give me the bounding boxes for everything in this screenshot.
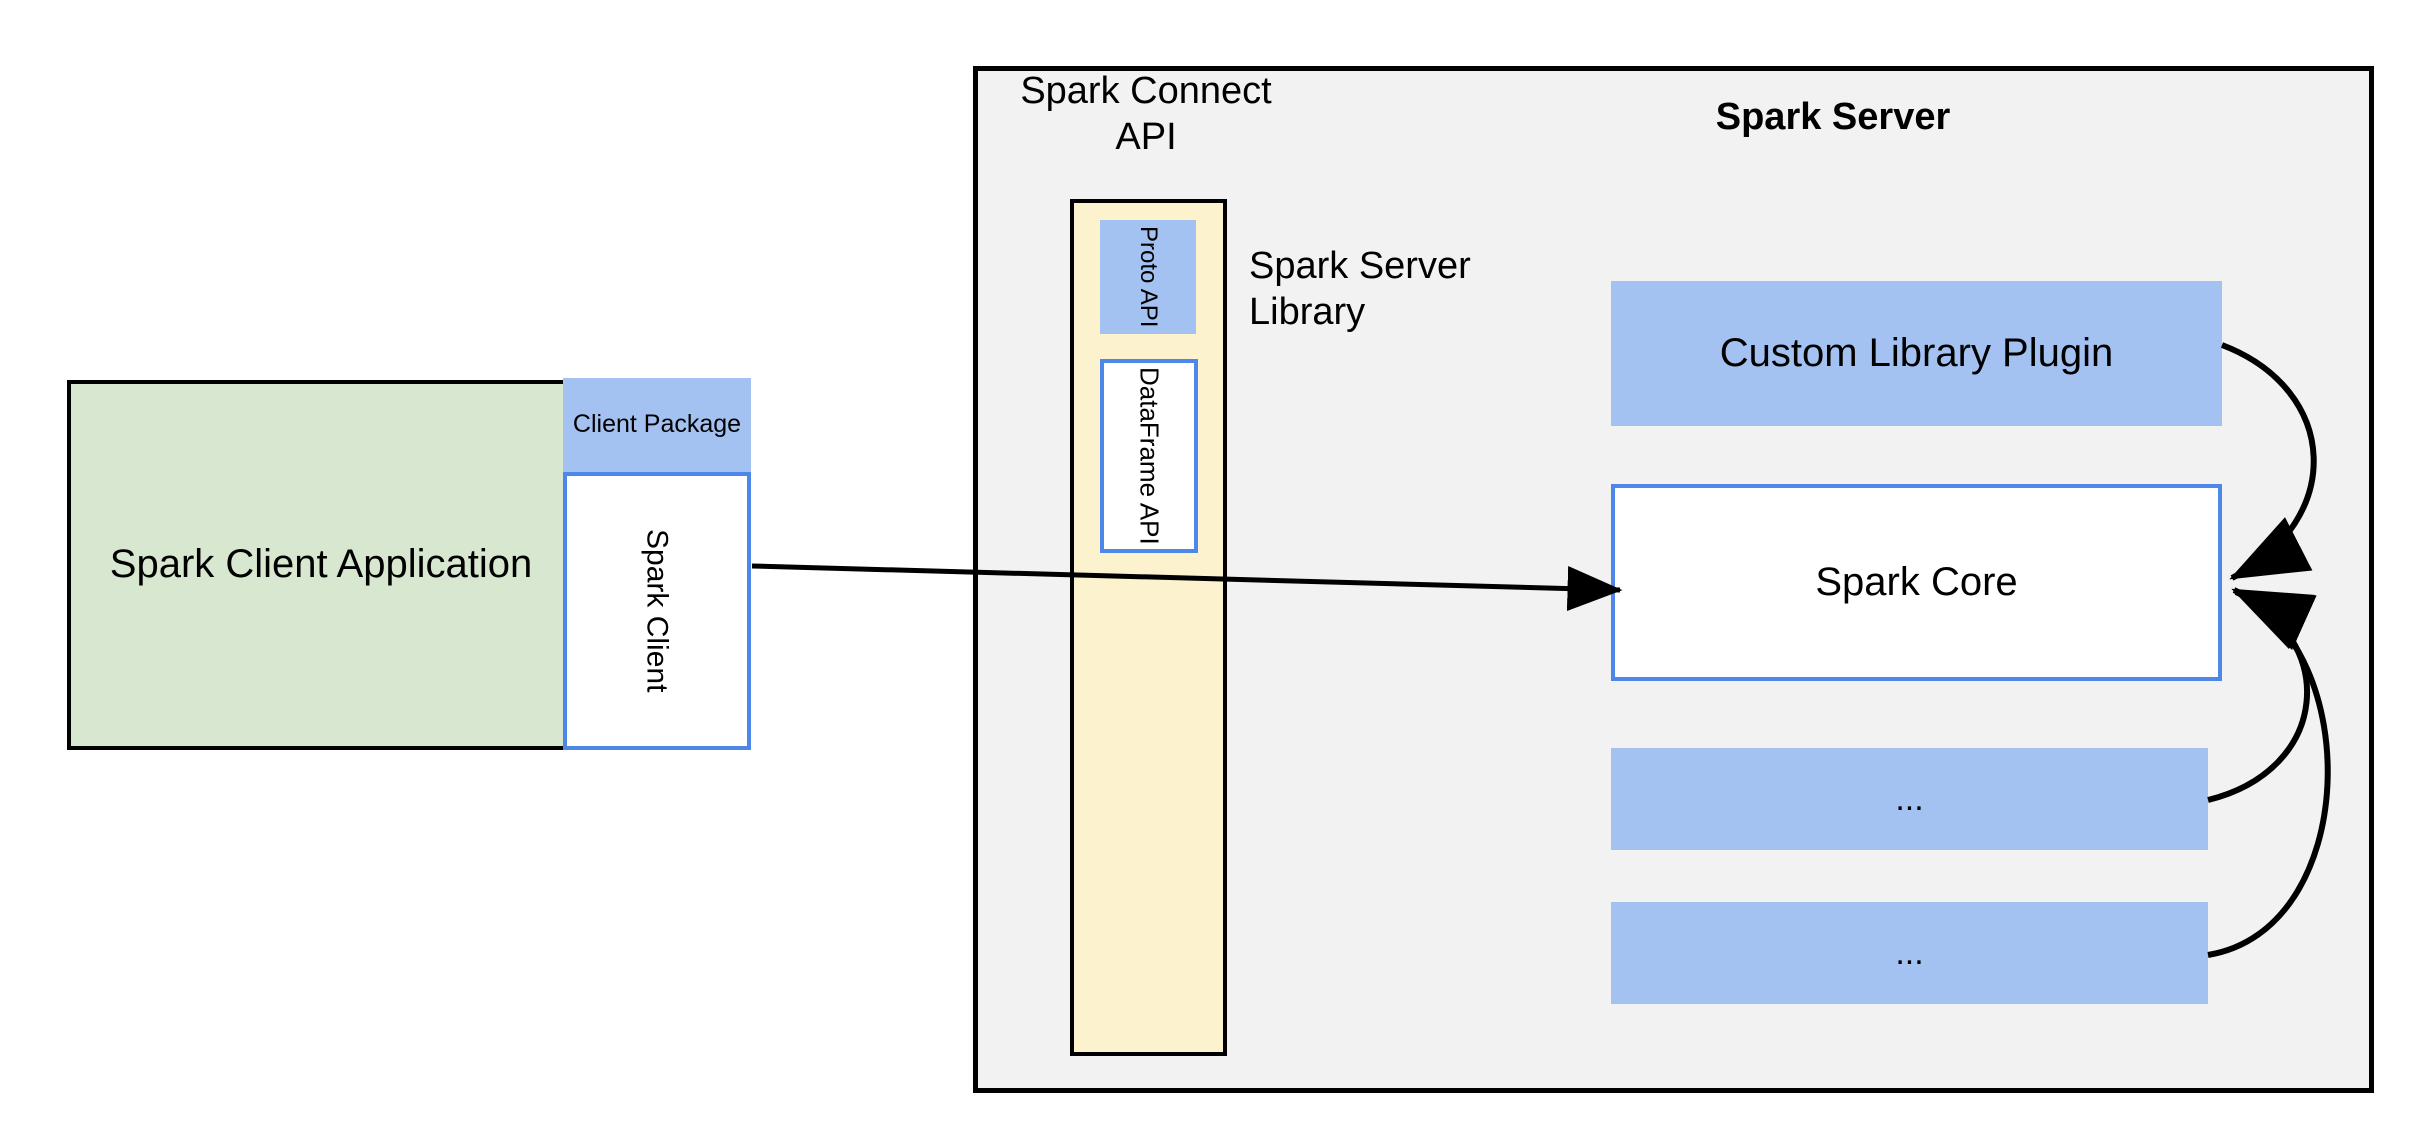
dataframe-api-label: DataFrame API — [1134, 367, 1165, 545]
spark-client-application-box[interactable]: Spark Client Application — [67, 380, 575, 750]
dataframe-api-box[interactable]: DataFrame API — [1100, 359, 1198, 553]
ellipsis-box-1[interactable]: ... — [1611, 748, 2208, 850]
spark-connect-api-label: Spark Connect API — [1020, 70, 1272, 159]
spark-server-library-label: Spark Server Library — [1249, 245, 1471, 334]
spark-core-box[interactable]: Spark Core — [1611, 484, 2222, 681]
proto-api-label: Proto API — [1135, 226, 1163, 328]
custom-library-plugin-box[interactable]: Custom Library Plugin — [1611, 281, 2222, 426]
spark-server-title: Spark Server — [1715, 96, 1951, 138]
spark-client-box[interactable]: Spark Client — [563, 472, 751, 750]
client-package-box[interactable]: Client Package — [563, 378, 751, 472]
proto-api-box[interactable]: Proto API — [1100, 220, 1196, 334]
spark-client-label: Spark Client — [640, 529, 674, 693]
spark-connect-api-column — [1070, 199, 1227, 1056]
ellipsis-box-2[interactable]: ... — [1611, 902, 2208, 1004]
